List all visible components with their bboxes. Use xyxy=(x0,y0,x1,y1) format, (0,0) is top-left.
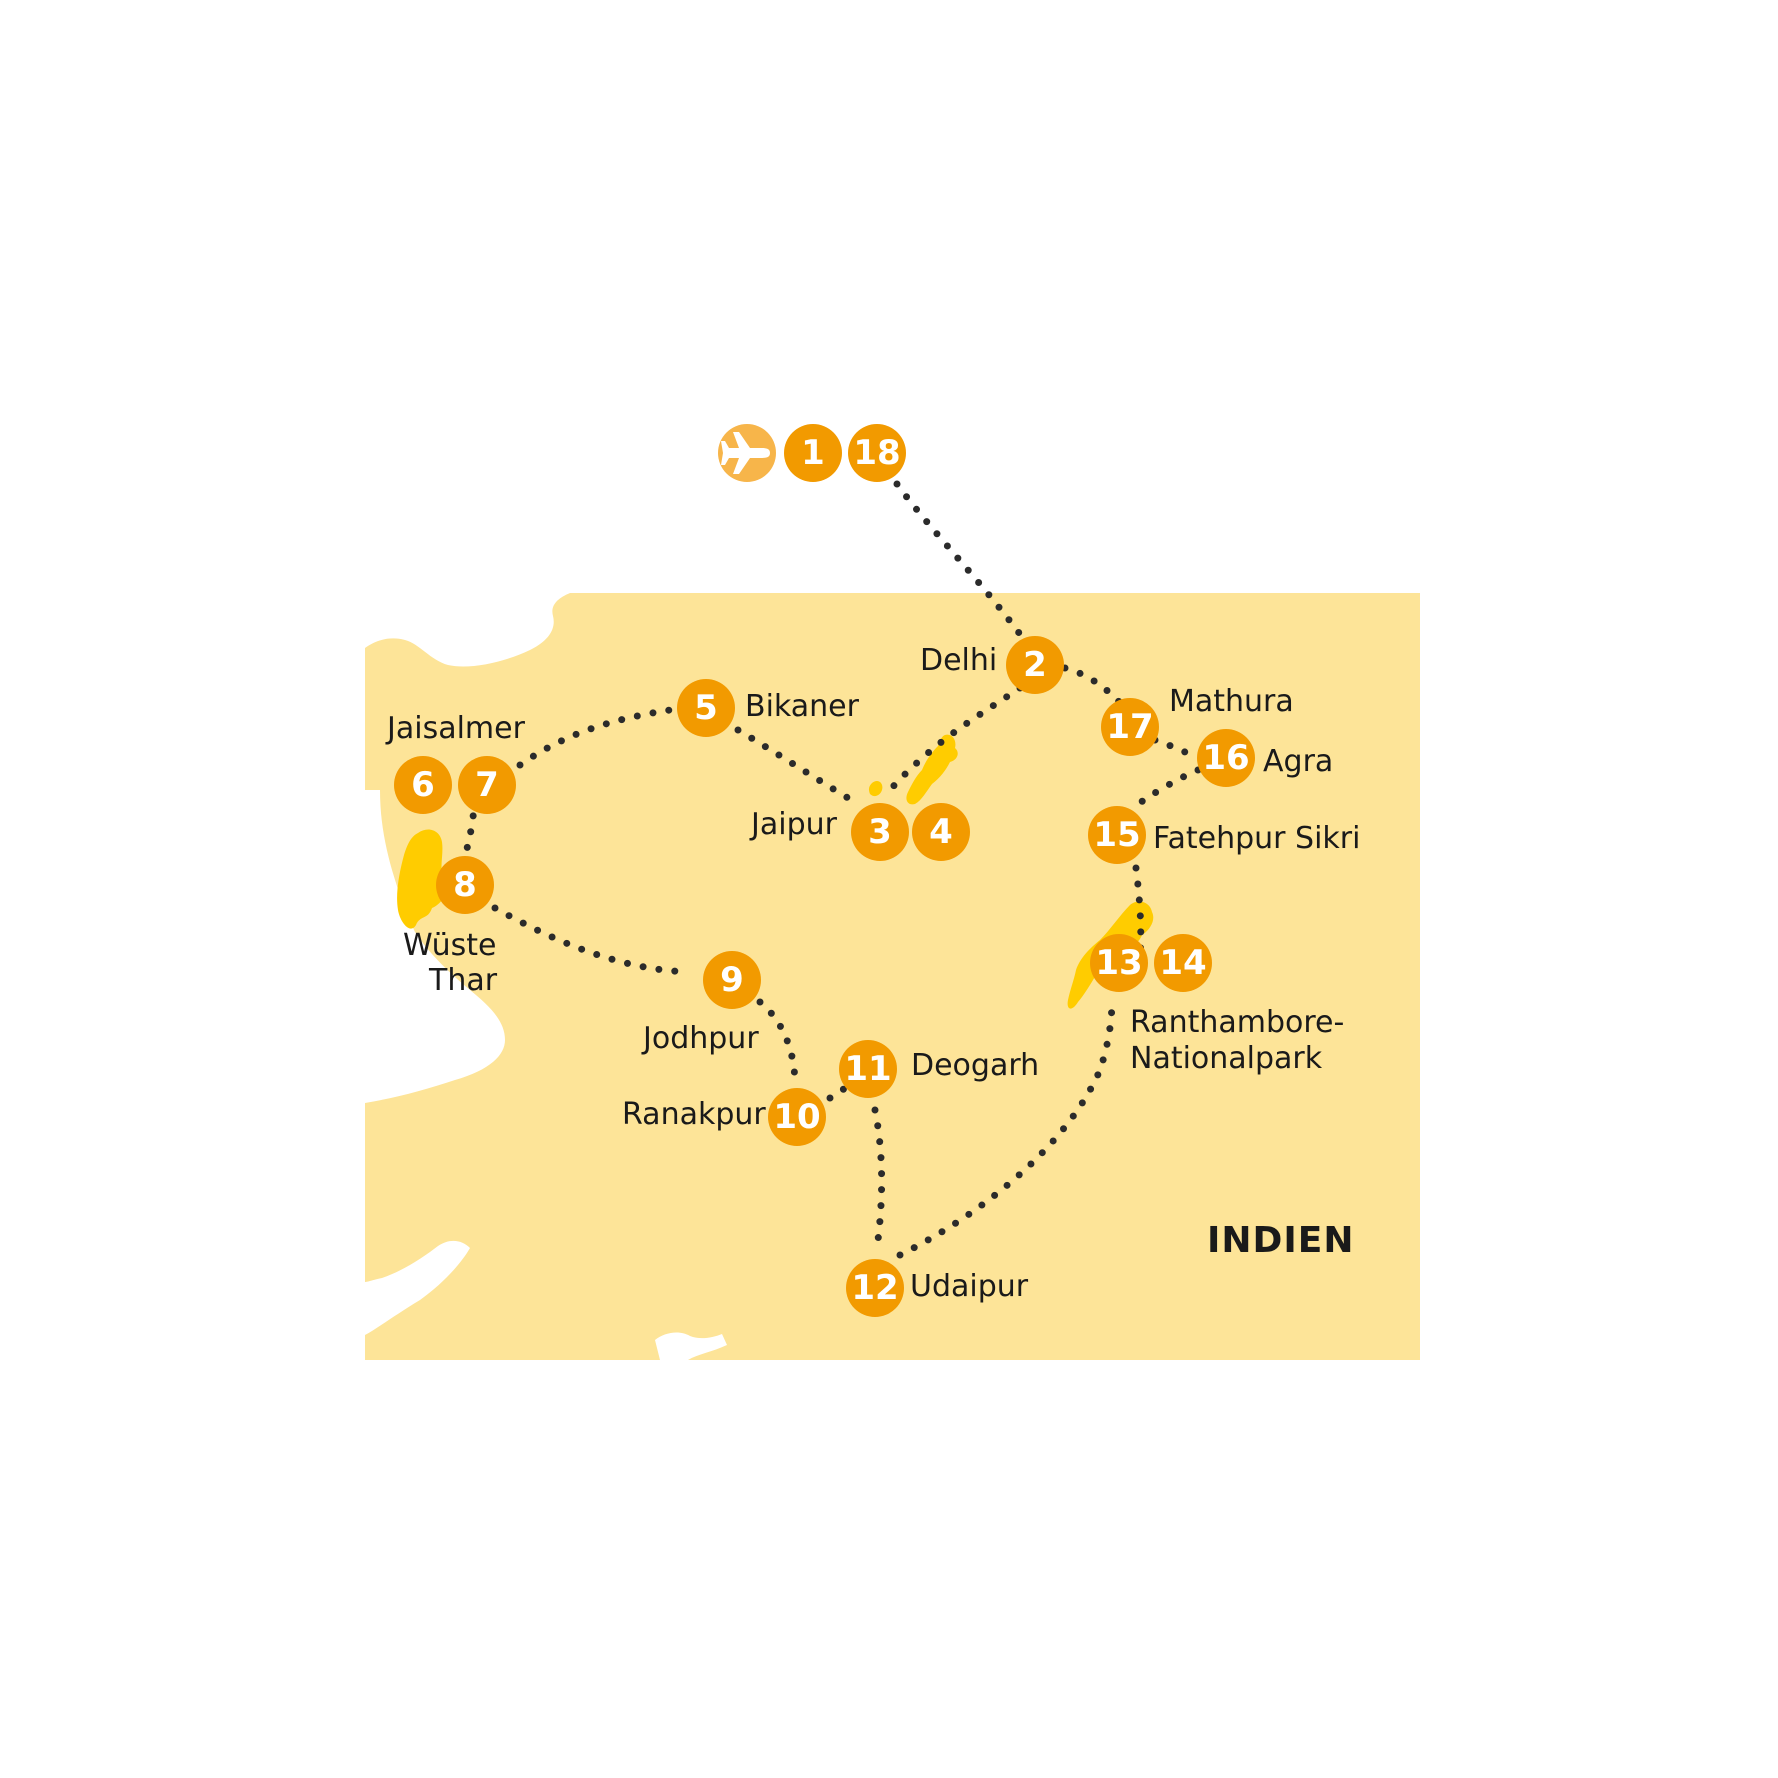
stop-marker-circle xyxy=(394,756,452,814)
stop-number: 13 xyxy=(1095,943,1142,983)
stop-marker: 16 xyxy=(1197,729,1255,787)
stop-marker-circle xyxy=(458,756,516,814)
stop-number: 8 xyxy=(453,865,477,905)
stop-marker-circle xyxy=(848,424,906,482)
stop-marker: 17 xyxy=(1101,698,1159,756)
stop-number: 1 xyxy=(801,433,825,473)
stop-marker-circle xyxy=(1088,806,1146,864)
stop-marker-circle xyxy=(1154,934,1212,992)
route-jodhpur-ranakpur xyxy=(756,998,799,1089)
label-fatehpur-sikri: Fatehpur Sikri xyxy=(1153,821,1360,856)
airport-marker xyxy=(718,424,776,482)
place-labels: Delhi Mathura Agra Fatehpur Sikri Bikane… xyxy=(385,643,1360,1304)
label-ranthambore: Ranthambore- xyxy=(1130,1005,1344,1040)
stop-marker: 18 xyxy=(848,424,906,482)
label-wueste: Wüste xyxy=(403,928,496,963)
stop-marker-circle xyxy=(703,951,761,1009)
stop-marker: 10 xyxy=(768,1088,826,1146)
stop-number: 6 xyxy=(411,765,435,805)
stop-number: 14 xyxy=(1159,943,1206,983)
desert-highlight xyxy=(397,829,447,929)
label-mathura: Mathura xyxy=(1169,684,1294,719)
stop-marker: 5 xyxy=(677,679,735,737)
label-jodhpur: Jodhpur xyxy=(641,1021,759,1056)
stop-marker: 4 xyxy=(912,803,970,861)
stop-marker: 11 xyxy=(839,1040,897,1098)
stop-markers: 1 18 2 3 4 5 6 7 8 9 10 11 12 13 14 15 1… xyxy=(394,424,1255,1317)
stop-marker-circle xyxy=(784,424,842,482)
label-delhi: Delhi xyxy=(920,643,997,678)
label-jaipur: Jaipur xyxy=(749,807,838,842)
stop-marker: 9 xyxy=(703,951,761,1009)
stop-marker-circle xyxy=(839,1040,897,1098)
stop-number: 11 xyxy=(844,1049,891,1089)
country-label: INDIEN xyxy=(1207,1220,1355,1261)
route-bikaner-jaipur xyxy=(734,726,852,802)
stop-marker: 3 xyxy=(851,803,909,861)
stop-marker-circle xyxy=(912,803,970,861)
airplane-icon xyxy=(721,432,770,474)
stop-marker-circle xyxy=(1006,636,1064,694)
label-thar: Thar xyxy=(428,963,498,998)
stop-number: 5 xyxy=(694,688,718,728)
label-jaisalmer: Jaisalmer xyxy=(385,711,526,746)
stop-marker: 7 xyxy=(458,756,516,814)
stop-number: 10 xyxy=(773,1097,820,1137)
stop-marker-circle xyxy=(846,1259,904,1317)
label-nationalpark: Nationalpark xyxy=(1130,1041,1323,1076)
stop-number: 4 xyxy=(929,812,953,852)
stop-marker: 1 xyxy=(784,424,842,482)
stop-marker: 14 xyxy=(1154,934,1212,992)
route-lines xyxy=(461,480,1202,1259)
stop-marker-circle xyxy=(768,1088,826,1146)
label-ranakpur: Ranakpur xyxy=(622,1097,766,1132)
label-agra: Agra xyxy=(1263,744,1333,779)
stop-marker-circle xyxy=(1197,729,1255,787)
stop-number: 17 xyxy=(1106,707,1153,747)
stop-marker: 8 xyxy=(436,856,494,914)
stop-marker: 6 xyxy=(394,756,452,814)
stop-number: 16 xyxy=(1202,738,1249,778)
route-delhi-jaipur xyxy=(886,684,1024,794)
jaipur-highlight xyxy=(868,734,958,805)
stop-marker-circle xyxy=(1101,698,1159,756)
coastal-inlet xyxy=(655,1332,727,1360)
stop-number: 18 xyxy=(853,433,900,473)
india-landmass xyxy=(365,593,1420,1360)
stop-marker: 15 xyxy=(1088,806,1146,864)
route-jaisalmer-bikaner xyxy=(516,706,674,769)
stop-marker-circle xyxy=(1090,934,1148,992)
stop-marker: 13 xyxy=(1090,934,1148,992)
route-airport-delhi xyxy=(893,480,1039,659)
stop-number: 9 xyxy=(720,960,744,1000)
stop-number: 15 xyxy=(1093,815,1140,855)
label-deogarh: Deogarh xyxy=(911,1048,1039,1083)
stop-marker: 2 xyxy=(1006,636,1064,694)
route-udaipur-ranthambore xyxy=(896,996,1116,1259)
stop-number: 12 xyxy=(851,1268,898,1308)
stop-number: 3 xyxy=(868,812,892,852)
label-bikaner: Bikaner xyxy=(745,689,860,724)
label-udaipur: Udaipur xyxy=(910,1269,1029,1304)
route-jaisalmer-desert xyxy=(461,796,479,859)
stop-marker-circle xyxy=(851,803,909,861)
route-desert-jodhpur xyxy=(491,904,694,976)
stop-number: 2 xyxy=(1023,645,1047,685)
stop-number: 7 xyxy=(475,765,499,805)
stop-marker: 12 xyxy=(846,1259,904,1317)
stop-marker-circle xyxy=(436,856,494,914)
stop-marker-circle xyxy=(677,679,735,737)
route-deogarh-udaipur xyxy=(871,1106,886,1252)
